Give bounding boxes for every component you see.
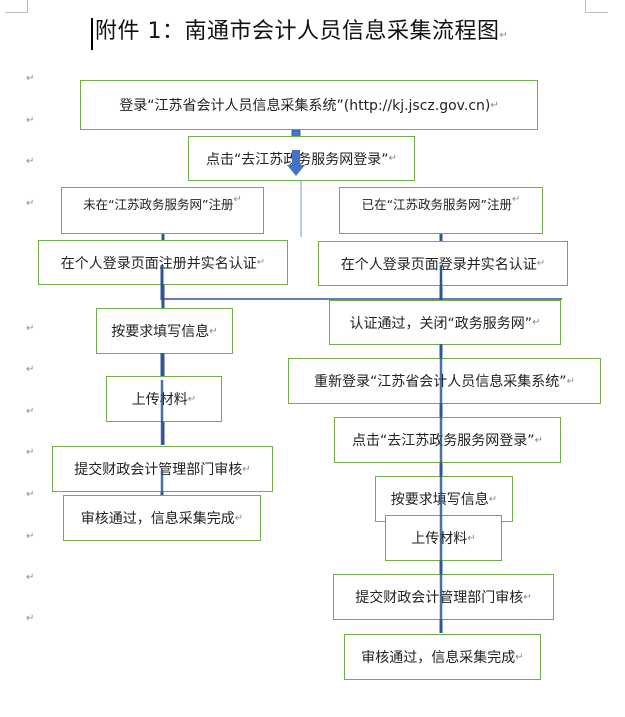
- paragraph-mark: ↵: [566, 375, 575, 387]
- paragraph-mark: ↵: [523, 591, 532, 603]
- box-login-system: 登录“江苏省会计人员信息采集系统”(http://kj.jscz.gov.cn)…: [80, 80, 538, 130]
- box-text: 点击“去江苏政务服务网登录”: [206, 151, 389, 168]
- page-title: 附件 1：南通市会计人员信息采集流程图↵: [91, 18, 508, 50]
- box-left-upload: 上传材料↵: [106, 376, 222, 422]
- paragraph-mark: ↵: [512, 194, 521, 205]
- paragraph-mark: ↵: [26, 323, 35, 334]
- box-registered: 已在“江苏政务服务网”注册↵: [339, 187, 543, 234]
- box-login-verify: 在个人登录页面登录并实名认证↵: [318, 241, 568, 286]
- box-right-fill-info: 按要求填写信息↵: [375, 476, 513, 522]
- box-right-submit: 提交财政会计管理部门审核↵: [333, 574, 554, 620]
- box-not-registered: 未在“江苏政务服务网”注册↵: [61, 187, 264, 234]
- box-text: 按要求填写信息: [111, 324, 210, 340]
- title-text: 附件 1：南通市会计人员信息采集流程图: [95, 19, 500, 44]
- paragraph-mark: ↵: [488, 493, 498, 505]
- paragraph-mark: ↵: [26, 115, 35, 126]
- paragraph-mark: ↵: [26, 364, 35, 375]
- paragraph-mark: ↵: [26, 531, 35, 542]
- paragraph-mark: ↵: [536, 258, 546, 269]
- paragraph-mark: ↵: [26, 613, 35, 624]
- paragraph-mark: ↵: [26, 198, 35, 209]
- paragraph-mark: ↵: [534, 434, 543, 446]
- paragraph-mark: ↵: [499, 30, 509, 41]
- paragraph-mark: ↵: [467, 532, 476, 544]
- paragraph-mark: ↵: [515, 651, 524, 663]
- box-text: 在个人登录页面注册并实名认证: [60, 255, 257, 272]
- box-text: 上传材料: [411, 531, 468, 547]
- box-left-complete: 审核通过，信息采集完成↵: [63, 495, 261, 541]
- paragraph-mark: ↵: [26, 73, 35, 84]
- paragraph-mark: ↵: [233, 194, 242, 205]
- page-corner-mark: [5, 0, 28, 13]
- box-verify-pass-close: 认证通过，关闭“政务服务网”↵: [329, 300, 561, 345]
- paragraph-mark: ↵: [256, 257, 266, 268]
- paragraph-mark: ↵: [490, 99, 499, 111]
- box-text: 提交财政会计管理部门审核: [74, 462, 243, 478]
- box-text: 登录“江苏省会计人员信息采集系统”(http://kj.jscz.gov.cn): [119, 98, 491, 114]
- paragraph-mark: ↵: [26, 572, 35, 583]
- box-left-submit: 提交财政会计管理部门审核↵: [52, 446, 273, 492]
- box-text: 审核通过，信息采集完成: [80, 511, 235, 527]
- box-text: 按要求填写信息: [390, 492, 489, 508]
- page-corner-mark: [585, 0, 608, 13]
- paragraph-mark: ↵: [388, 153, 397, 164]
- box-click-gov-login: 点击“去江苏政务服务网登录”↵: [188, 136, 415, 181]
- paragraph-mark: ↵: [26, 156, 35, 167]
- box-text: 提交财政会计管理部门审核: [355, 590, 524, 606]
- box-text: 审核通过，信息采集完成: [361, 650, 516, 666]
- box-right-upload: 上传材料↵: [385, 515, 502, 561]
- paragraph-mark: ↵: [187, 393, 197, 405]
- box-text: 已在“江苏政务服务网”注册: [361, 197, 513, 212]
- box-right-complete: 审核通过，信息采集完成↵: [344, 634, 541, 680]
- box-register-verify: 在个人登录页面注册并实名认证↵: [38, 240, 288, 285]
- box-left-fill-info: 按要求填写信息↵: [96, 308, 233, 354]
- box-text: 认证通过，关闭“政务服务网”: [349, 315, 533, 332]
- box-text: 点击“去江苏政务服务网登录”: [352, 433, 535, 449]
- paragraph-mark: ↵: [209, 325, 218, 337]
- paragraph-mark: ↵: [532, 317, 541, 328]
- paragraph-mark: ↵: [26, 406, 35, 417]
- paragraph-mark: ↵: [26, 489, 35, 500]
- paragraph-mark: ↵: [242, 463, 251, 475]
- box-text: 上传材料: [131, 392, 188, 408]
- box-text: 在个人登录页面登录并实名认证: [340, 256, 537, 273]
- paragraph-mark: ↵: [26, 447, 35, 458]
- box-text: 重新登录“江苏省会计人员信息采集系统”: [314, 374, 567, 390]
- paragraph-mark: ↵: [234, 512, 244, 524]
- box-right-click-gov-login: 点击“去江苏政务服务网登录”↵: [334, 417, 561, 463]
- box-text: 未在“江苏政务服务网”注册: [83, 197, 234, 212]
- box-relogin-system: 重新登录“江苏省会计人员信息采集系统”↵: [288, 358, 601, 404]
